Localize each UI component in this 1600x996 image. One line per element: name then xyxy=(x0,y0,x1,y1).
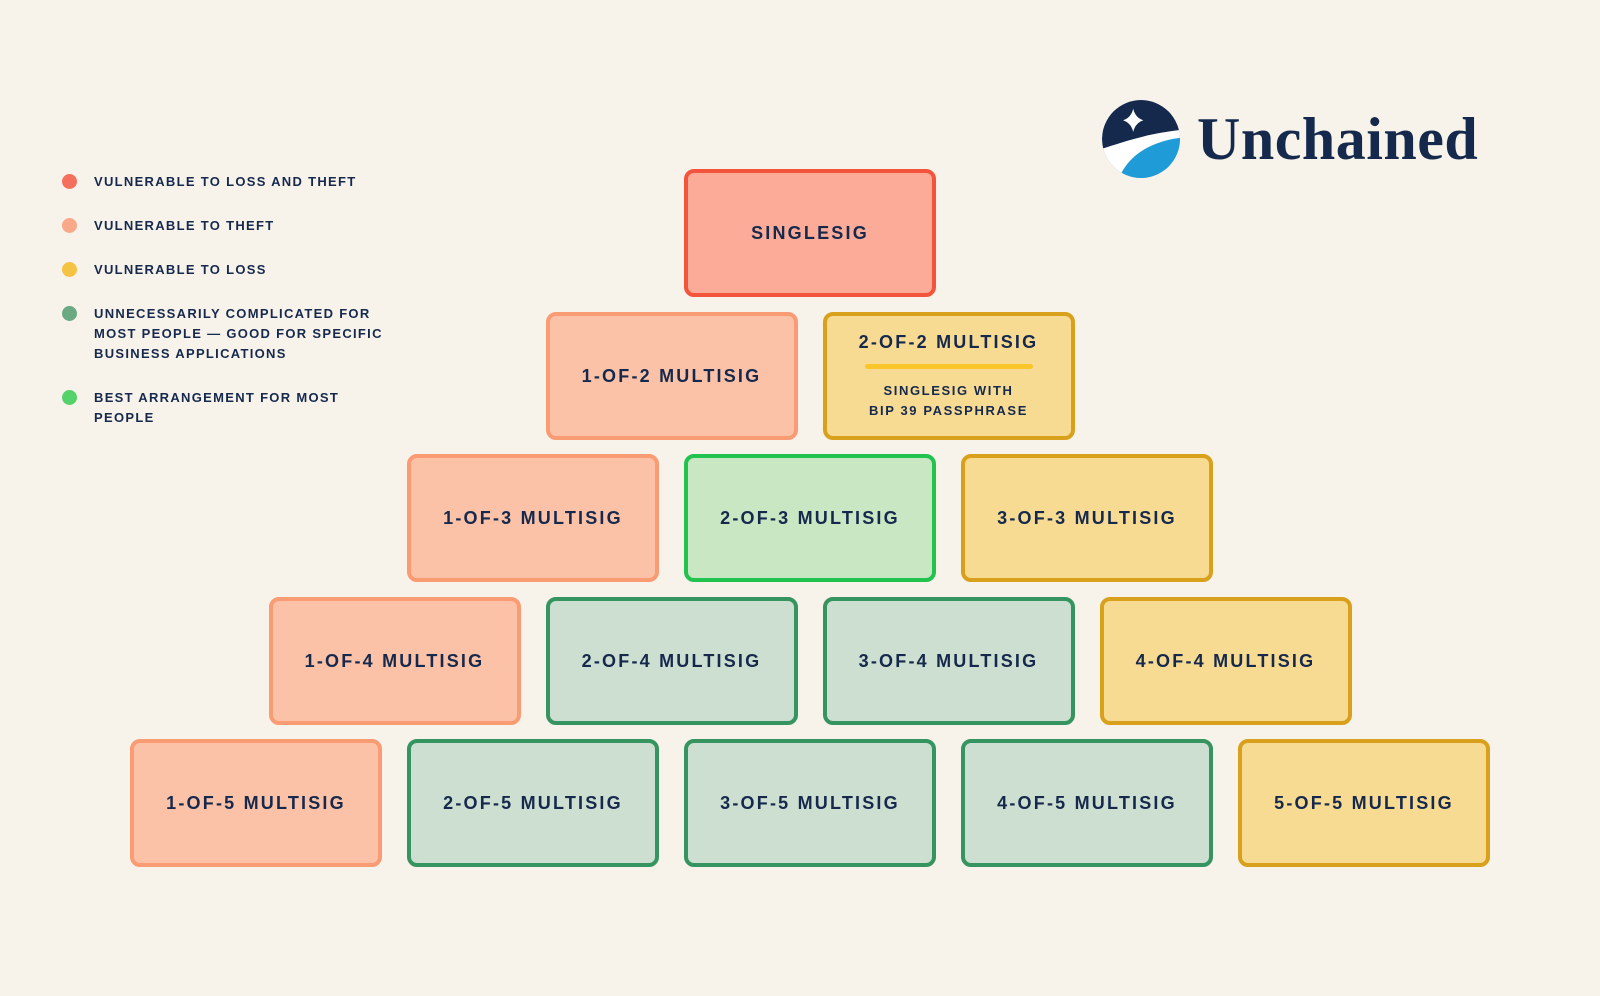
pyramid-box-label: 4-OF-5 MULTISIG xyxy=(997,792,1177,813)
legend-label: VULNERABLE TO LOSS AND THEFT xyxy=(94,174,357,189)
pyramid-box-5-of-5-multisig: 5-OF-5 MULTISIG xyxy=(1238,739,1490,867)
pyramid-box-label: SINGLESIG xyxy=(751,222,869,243)
pyramid-box-label: 4-OF-4 MULTISIG xyxy=(1135,650,1316,671)
unchained-logo-mark-icon xyxy=(1102,100,1180,178)
pyramid-box-label: 1-OF-3 MULTISIG xyxy=(443,507,623,528)
legend-item: VULNERABLE TO LOSS xyxy=(62,260,404,280)
legend-item: VULNERABLE TO LOSS AND THEFT xyxy=(62,172,404,192)
legend-item: BEST ARRANGEMENT FOR MOST PEOPLE xyxy=(62,388,404,428)
legend-label: VULNERABLE TO LOSS xyxy=(94,262,267,277)
pyramid-box-label: 2-OF-3 MULTISIG xyxy=(720,507,900,528)
pyramid-box-label: 1-OF-2 MULTISIG xyxy=(581,365,762,386)
pyramid-box-2-of-4-multisig: 2-OF-4 MULTISIG xyxy=(545,597,798,725)
pyramid-box-3-of-4-multisig: 3-OF-4 MULTISIG xyxy=(822,597,1075,725)
pyramid-box-label: 1-OF-5 MULTISIG xyxy=(166,792,346,813)
pyramid-box-1-of-3-multisig: 1-OF-3 MULTISIG xyxy=(407,454,659,582)
unchained-wordmark: Unchained xyxy=(1197,106,1479,172)
divider xyxy=(864,363,1033,369)
pyramid-box-4-of-4-multisig: 4-OF-4 MULTISIG xyxy=(1099,597,1352,725)
pyramid-box-1-of-5-multisig: 1-OF-5 MULTISIG xyxy=(130,739,382,867)
legend-item: UNNECESSARILY COMPLICATED FOR MOST PEOPL… xyxy=(62,304,404,364)
legend-dot-icon xyxy=(62,306,77,321)
legend-dot-icon xyxy=(62,390,77,405)
pyramid-box-label: 2-OF-4 MULTISIG xyxy=(581,650,762,671)
pyramid-box-3-of-3-multisig: 3-OF-3 MULTISIG xyxy=(961,454,1213,582)
legend-label: BEST ARRANGEMENT FOR MOST PEOPLE xyxy=(94,390,340,425)
pyramid-box-label: 3-OF-5 MULTISIG xyxy=(720,792,900,813)
pyramid-box-1-of-4-multisig: 1-OF-4 MULTISIG xyxy=(268,597,521,725)
legend-dot-icon xyxy=(62,262,77,277)
legend-item: VULNERABLE TO THEFT xyxy=(62,216,404,236)
pyramid-box-label: 2-OF-5 MULTISIG xyxy=(443,792,623,813)
pyramid-box-3-of-5-multisig: 3-OF-5 MULTISIG xyxy=(684,739,936,867)
pyramid-box-subtitle: SINGLESIG WITH BIP 39 PASSPHRASE xyxy=(869,382,1028,418)
pyramid-box-label: 3-OF-4 MULTISIG xyxy=(858,650,1039,671)
legend-dot-icon xyxy=(62,174,77,189)
pyramid-box-2-of-3-multisig: 2-OF-3 MULTISIG xyxy=(684,454,936,582)
pyramid-box-2-of-5-multisig: 2-OF-5 MULTISIG xyxy=(407,739,659,867)
pyramid-box-2-of-2-multisig: 2-OF-2 MULTISIG SINGLESIG WITH BIP 39 PAS… xyxy=(822,312,1075,440)
legend-label: VULNERABLE TO THEFT xyxy=(94,218,275,233)
pyramid-box-1-of-2-multisig: 1-OF-2 MULTISIG xyxy=(545,312,798,440)
pyramid-box-label: 5-OF-5 MULTISIG xyxy=(1274,792,1454,813)
pyramid-box-4-of-5-multisig: 4-OF-5 MULTISIG xyxy=(961,739,1213,867)
pyramid-box-label: 1-OF-4 MULTISIG xyxy=(304,650,485,671)
pyramid-box-singlesig: SINGLESIG xyxy=(684,169,936,297)
legend-dot-icon xyxy=(62,218,77,233)
legend: VULNERABLE TO LOSS AND THEFT VULNERABLE T… xyxy=(62,172,404,452)
legend-label: UNNECESSARILY COMPLICATED FOR MOST PEOPL… xyxy=(94,306,383,361)
pyramid-box-label: 2-OF-2 MULTISIG xyxy=(858,331,1039,352)
pyramid-box-label: 3-OF-3 MULTISIG xyxy=(997,507,1177,528)
star-icon xyxy=(1123,108,1144,132)
unchained-logo: Unchained xyxy=(1102,100,1478,178)
